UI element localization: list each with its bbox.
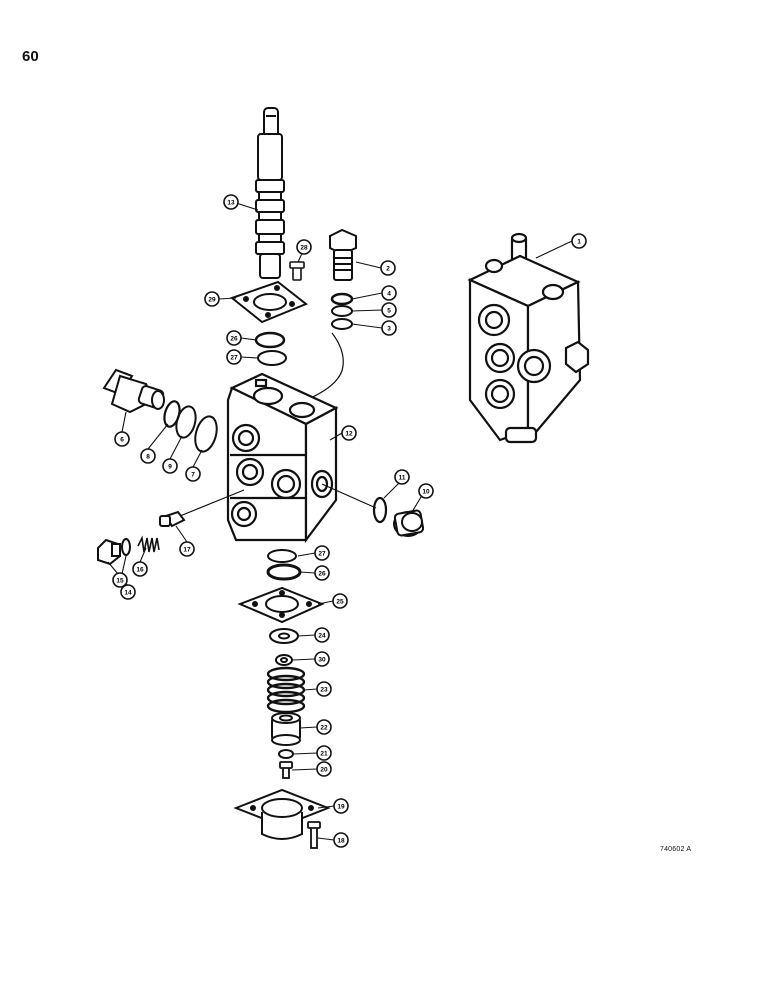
oring-27-bottom [267,549,297,563]
spring-23 [266,666,306,714]
plate-29 [229,280,308,324]
washer-30 [275,654,293,666]
callout-23: 23 [316,681,332,697]
svg-text:26: 26 [318,571,326,578]
spring-16 [137,535,160,553]
svg-text:16: 16 [136,567,144,574]
callout-14: 14 [120,584,136,600]
callout-4: 4 [381,285,397,301]
svg-text:20: 20 [320,767,328,774]
svg-text:17: 17 [183,547,191,554]
ring-4 [330,292,354,306]
svg-text:12: 12 [345,431,353,438]
retainer-22 [271,712,301,746]
svg-text:15: 15 [116,578,124,585]
svg-text:9: 9 [168,464,172,471]
svg-text:22: 22 [320,725,328,732]
callout-21: 21 [316,745,332,761]
callouts: 1 2 3 4 5 6 7 8 9 10 11 12 13 14 15 16 1… [112,194,587,848]
callout-18: 18 [333,832,349,848]
seal-28 [254,331,286,349]
svg-text:30: 30 [318,657,326,664]
callout-8: 8 [140,448,156,464]
screw-28-top [289,261,305,281]
svg-text:26: 26 [230,336,238,343]
plug-14 [97,538,122,566]
callout-15: 15 [112,572,128,588]
ring-5 [331,305,353,317]
svg-text:3: 3 [387,326,391,333]
callout-2: 2 [380,260,396,276]
callout-16: 16 [132,561,148,577]
plug-10 [393,509,425,537]
svg-text:6: 6 [120,437,124,444]
svg-text:19: 19 [337,804,345,811]
callout-28-upper: 28 [296,239,312,255]
callout-25: 25 [332,593,348,609]
svg-text:27: 27 [318,551,326,558]
plate-25 [237,586,325,624]
callout-7: 7 [185,466,201,482]
callout-3: 3 [381,320,397,336]
washer-24 [269,628,299,644]
callout-12: 12 [341,425,357,441]
poppet-17 [159,510,186,528]
callout-27-upper: 27 [226,349,242,365]
callout-19: 19 [333,798,349,814]
svg-text:27: 27 [230,355,238,362]
svg-text:18: 18 [337,838,345,845]
svg-text:10: 10 [422,489,430,496]
svg-text:4: 4 [387,291,391,298]
figure-id: 740602 A [660,846,692,853]
svg-text:11: 11 [399,475,406,482]
callout-9: 9 [162,458,178,474]
seal-26-bottom [266,563,302,581]
svg-text:23: 23 [320,687,328,694]
washer-15 [121,538,131,556]
callout-11: 11 [394,469,410,485]
washer-21 [278,749,294,759]
svg-text:8: 8 [146,454,150,461]
callout-26-upper: 26 [226,330,242,346]
svg-text:21: 21 [320,751,328,758]
callout-26-lower: 26 [314,565,330,581]
svg-text:2: 2 [386,266,390,273]
callout-1: 1 [571,233,587,249]
callout-30: 30 [314,651,330,667]
valve-body [226,372,339,544]
callout-27-lower: 27 [314,545,330,561]
leader-lines [107,201,573,841]
callout-20: 20 [316,761,332,777]
svg-text:5: 5 [387,308,391,315]
spool [255,107,285,279]
callout-10: 10 [418,483,434,499]
callout-6: 6 [114,431,130,447]
svg-text:1: 1 [577,239,581,246]
assembled-valve [467,232,590,444]
oring-11 [372,496,388,524]
callout-17: 17 [179,541,195,557]
cap-19 [233,788,331,840]
callout-22: 22 [316,719,332,735]
svg-text:28: 28 [300,245,308,252]
callout-24: 24 [314,627,330,643]
callout-29: 29 [204,291,220,307]
screw-20 [279,761,293,779]
svg-text:25: 25 [336,599,344,606]
screw-18 [307,821,321,849]
svg-text:13: 13 [227,200,235,207]
relief-plug-2 [329,228,357,281]
page-number: 60 [22,48,39,65]
svg-text:29: 29 [208,297,216,304]
oring-3 [331,318,353,330]
svg-text:14: 14 [124,590,132,597]
oring-27-top [257,350,287,366]
svg-text:7: 7 [191,472,195,479]
callout-13: 13 [223,194,239,210]
svg-text:24: 24 [318,633,326,640]
relief-valve-6 [102,368,165,414]
callout-5: 5 [381,302,397,318]
